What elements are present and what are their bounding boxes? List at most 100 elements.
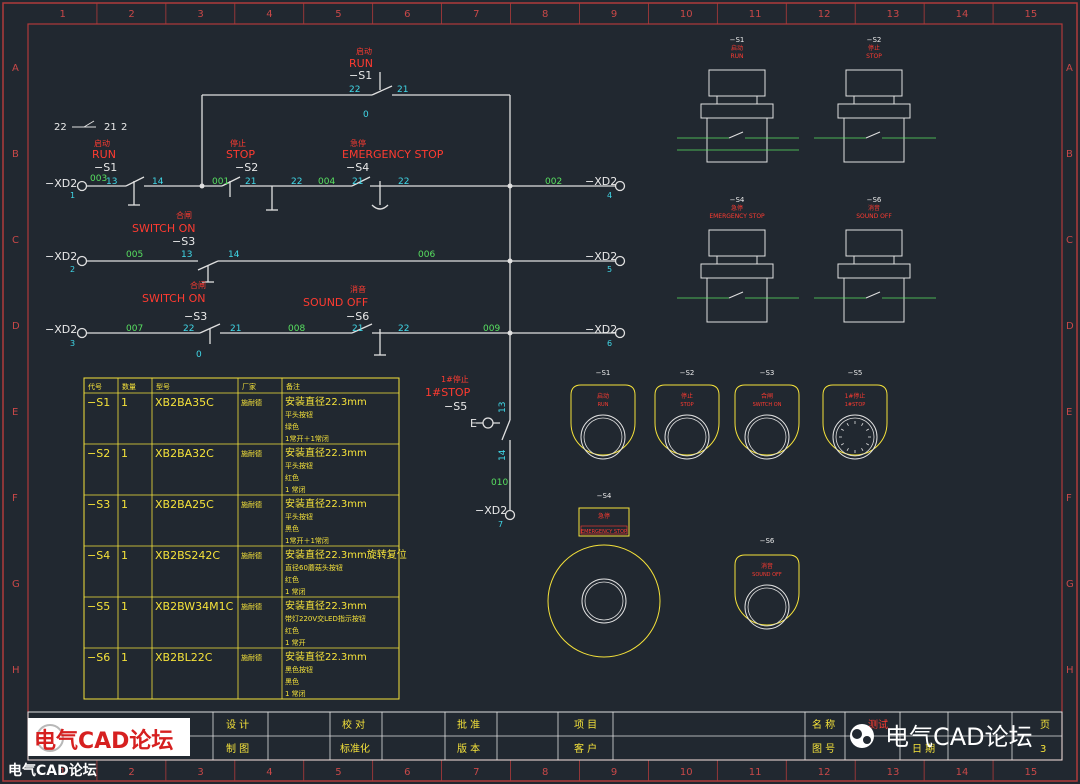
switch-s3-a: 合闸 SWITCH ON −S3 005 13 14 006: [126, 210, 435, 260]
grid-col-label: 11: [749, 9, 762, 20]
side-view-en: RUN: [730, 53, 743, 60]
front-view-tag: −S4: [597, 492, 612, 500]
side-view-body: [706, 117, 768, 163]
terminal-number: 4: [607, 191, 612, 200]
bom-maker: 施耐德: [241, 551, 262, 560]
side-view-cap: [845, 229, 903, 257]
grid-col-label: 14: [956, 9, 969, 20]
terminal-label-xd2: −XD2: [45, 323, 77, 336]
front-view-en: SOUND OFF: [752, 572, 782, 578]
s2-a: 21: [245, 177, 256, 187]
side-view-neck: [716, 255, 758, 265]
front-view-tag: −S6: [760, 537, 775, 545]
grid-row-label: A: [1066, 63, 1073, 74]
bom-code: −S3: [87, 498, 110, 511]
side-view-neck: [853, 95, 895, 105]
legend-contact-right: 21: [104, 122, 117, 133]
s1-b: 14: [152, 177, 164, 187]
side-view-cn: 急停: [731, 204, 743, 212]
legend-contact: 22 21 2: [54, 120, 127, 133]
s1-top-tag: −S1: [349, 69, 372, 82]
s6-b: 22: [398, 324, 409, 334]
tb-approve: 批 准: [457, 718, 480, 731]
bom-header-cell: 数量: [122, 382, 136, 391]
bom-model: XB2BS242C: [155, 549, 220, 562]
s3b-wire-mid: 008: [288, 324, 305, 334]
s1-cn: 启动: [94, 138, 110, 148]
s5-operator-symbol: E: [470, 417, 477, 430]
front-view-tick: [861, 422, 864, 426]
front-view-en: 1#STOP: [845, 402, 866, 408]
grid-col-label: 15: [1025, 767, 1038, 778]
front-view-ring: [580, 414, 626, 460]
grid-row-label: F: [12, 493, 18, 504]
terminal-label-xd2: −XD2: [585, 250, 617, 263]
front-view-en: SWITCH ON: [753, 402, 782, 408]
switch-s5: 1#停止 1#STOP −S5 13 14 010 E: [425, 374, 508, 488]
s5-a: 13: [498, 402, 508, 413]
grid-col-label: 9: [611, 9, 617, 20]
front-view-tag: −S1: [596, 369, 611, 377]
grid-col-label: 4: [266, 9, 272, 20]
front-view-cn: 停止: [681, 392, 693, 400]
side-view-contact: [865, 291, 881, 299]
s3b-tag: −S3: [184, 310, 207, 323]
tb-client: 客 户: [574, 742, 597, 755]
side-view-tag: −S4: [730, 196, 745, 204]
grid-row-label: H: [1066, 665, 1074, 676]
grid-col-label: 2: [128, 9, 134, 20]
bom-note: 黑色: [285, 677, 299, 686]
junction-dot: [507, 330, 513, 336]
front-view-label-box: [580, 525, 628, 535]
grid-col-label: 7: [473, 767, 479, 778]
inner-border: [27, 23, 1063, 761]
s3b-a: 22: [183, 324, 194, 334]
grid-col-label: 1: [59, 9, 65, 20]
s3b-wire-in: 007: [126, 324, 143, 334]
bom-note: 平头按钮: [285, 512, 313, 521]
s3b-en: SWITCH ON: [142, 292, 206, 305]
grid-row-label: B: [1066, 149, 1073, 160]
switch-s3-b: 合闸 SWITCH ON −S3 007 22 21 008 0: [126, 280, 305, 360]
side-view-collar: [837, 263, 911, 279]
s3b-b: 21: [230, 324, 241, 334]
switch-s4: 急停 EMERGENCY STOP −S4 21 22 002: [342, 138, 562, 187]
bom-code: −S4: [87, 549, 110, 562]
switch-s1-top: 启动 RUN −S1 22 21 0: [349, 46, 408, 120]
bom-note: 安装直径22.3mm旋转复位: [285, 548, 407, 561]
tb-draw: 制 图: [226, 742, 249, 755]
front-view-ring: [664, 414, 710, 460]
grid-col-label: 13: [887, 9, 900, 20]
bom-note: 红色: [285, 473, 299, 482]
terminal-number: 3: [70, 339, 75, 348]
title-block: 设 计 校 对 批 准 项 目 制 图 标准化 版 本 客 户 名 称 图 号 …: [27, 711, 1063, 761]
s3a-b: 14: [228, 250, 240, 260]
side-view-tag: −S1: [730, 36, 745, 44]
side-view-collar: [700, 263, 774, 279]
s5-wire: 010: [491, 478, 508, 488]
terminal-label-xd2: −XD2: [585, 323, 617, 336]
front-view-tick: [840, 428, 844, 431]
grid-labels: 1122334455667788991010111112121313141415…: [12, 3, 1074, 781]
grid-row-label: C: [12, 235, 19, 246]
bom-model: XB2BA25C: [155, 498, 214, 511]
side-view-contact: [865, 131, 881, 139]
front-view-tick: [866, 443, 870, 446]
s6-en: SOUND OFF: [303, 296, 368, 309]
grid-col-label: 15: [1025, 9, 1038, 20]
s3a-wire-in: 005: [126, 250, 143, 260]
front-view: −S51#停止1#STOP: [822, 369, 888, 460]
s3a-wire-out: 006: [418, 250, 435, 260]
s6-wire-out: 009: [483, 324, 500, 334]
s3a-cn: 合闸: [176, 210, 192, 220]
front-view-en: RUN: [598, 402, 609, 408]
s2-wire-out: 004: [318, 177, 335, 187]
front-view-cn: 急停: [598, 512, 610, 520]
grid-row-label: F: [1066, 493, 1072, 504]
bom-note: 安装直径22.3mm: [285, 497, 367, 510]
